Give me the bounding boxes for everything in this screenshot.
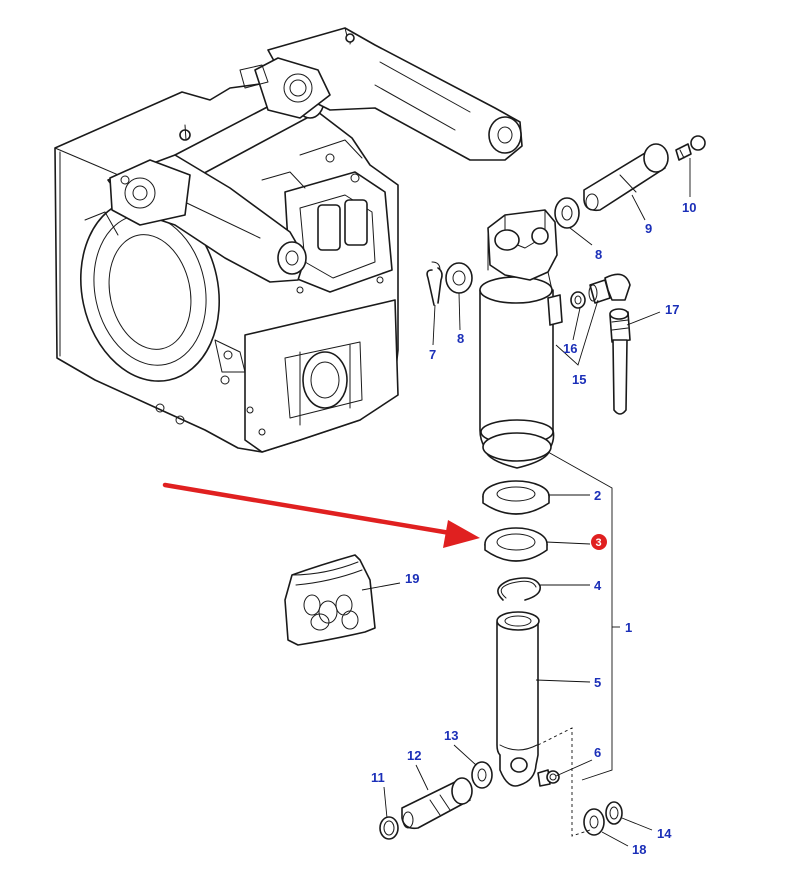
hose-part-17 [609, 308, 631, 415]
callout-10: 10 [682, 200, 696, 215]
callout-6: 6 [594, 745, 601, 760]
callout-1: 1 [625, 620, 632, 635]
circlip-part-11 [379, 816, 399, 840]
callout-2: 2 [594, 488, 601, 503]
callout-4: 4 [594, 578, 602, 593]
callout-labels: 1 2 3 4 5 6 7 8 8 9 10 11 12 13 14 15 16… [371, 200, 696, 857]
washer-part-8-right [554, 197, 580, 229]
pointer-arrow [162, 482, 480, 548]
callout-12: 12 [407, 748, 421, 763]
callout-8-left: 8 [457, 331, 464, 346]
callout-18: 18 [632, 842, 646, 857]
lift-cylinder-body [479, 209, 563, 469]
callout-16: 16 [563, 341, 577, 356]
callout-14: 14 [657, 826, 672, 841]
pin-part-12 [401, 777, 473, 830]
seal-part-3 [484, 527, 548, 562]
circlip-part-4 [497, 577, 541, 601]
washer-part-13 [471, 761, 493, 789]
callout-13: 13 [444, 728, 458, 743]
seal-part-2 [482, 480, 550, 515]
grease-nipple-part-10 [675, 135, 706, 161]
callout-5: 5 [594, 675, 601, 690]
highlight-marker [591, 534, 607, 550]
grease-nipple-part-6 [537, 769, 560, 787]
leader-lines [361, 158, 691, 847]
seal-kit-bag-part-19 [284, 554, 376, 646]
pin-part-9 [583, 143, 669, 212]
callout-19: 19 [405, 571, 419, 586]
callout-17: 17 [665, 302, 679, 317]
washer-part-8-left [445, 262, 473, 294]
circlip-part-14 [605, 801, 623, 825]
rockshaft-assembly [107, 27, 523, 283]
fitting-part-15 [570, 273, 631, 309]
callout-8-right: 8 [595, 247, 602, 262]
callout-15: 15 [572, 372, 586, 387]
piston-rod-part-5 [496, 611, 540, 787]
callout-7: 7 [429, 347, 436, 362]
washer-part-18 [583, 808, 605, 836]
callout-11: 11 [371, 770, 385, 785]
callout-9: 9 [645, 221, 652, 236]
callout-3: 3 [596, 537, 602, 549]
cotter-pin-part-7 [426, 261, 443, 306]
